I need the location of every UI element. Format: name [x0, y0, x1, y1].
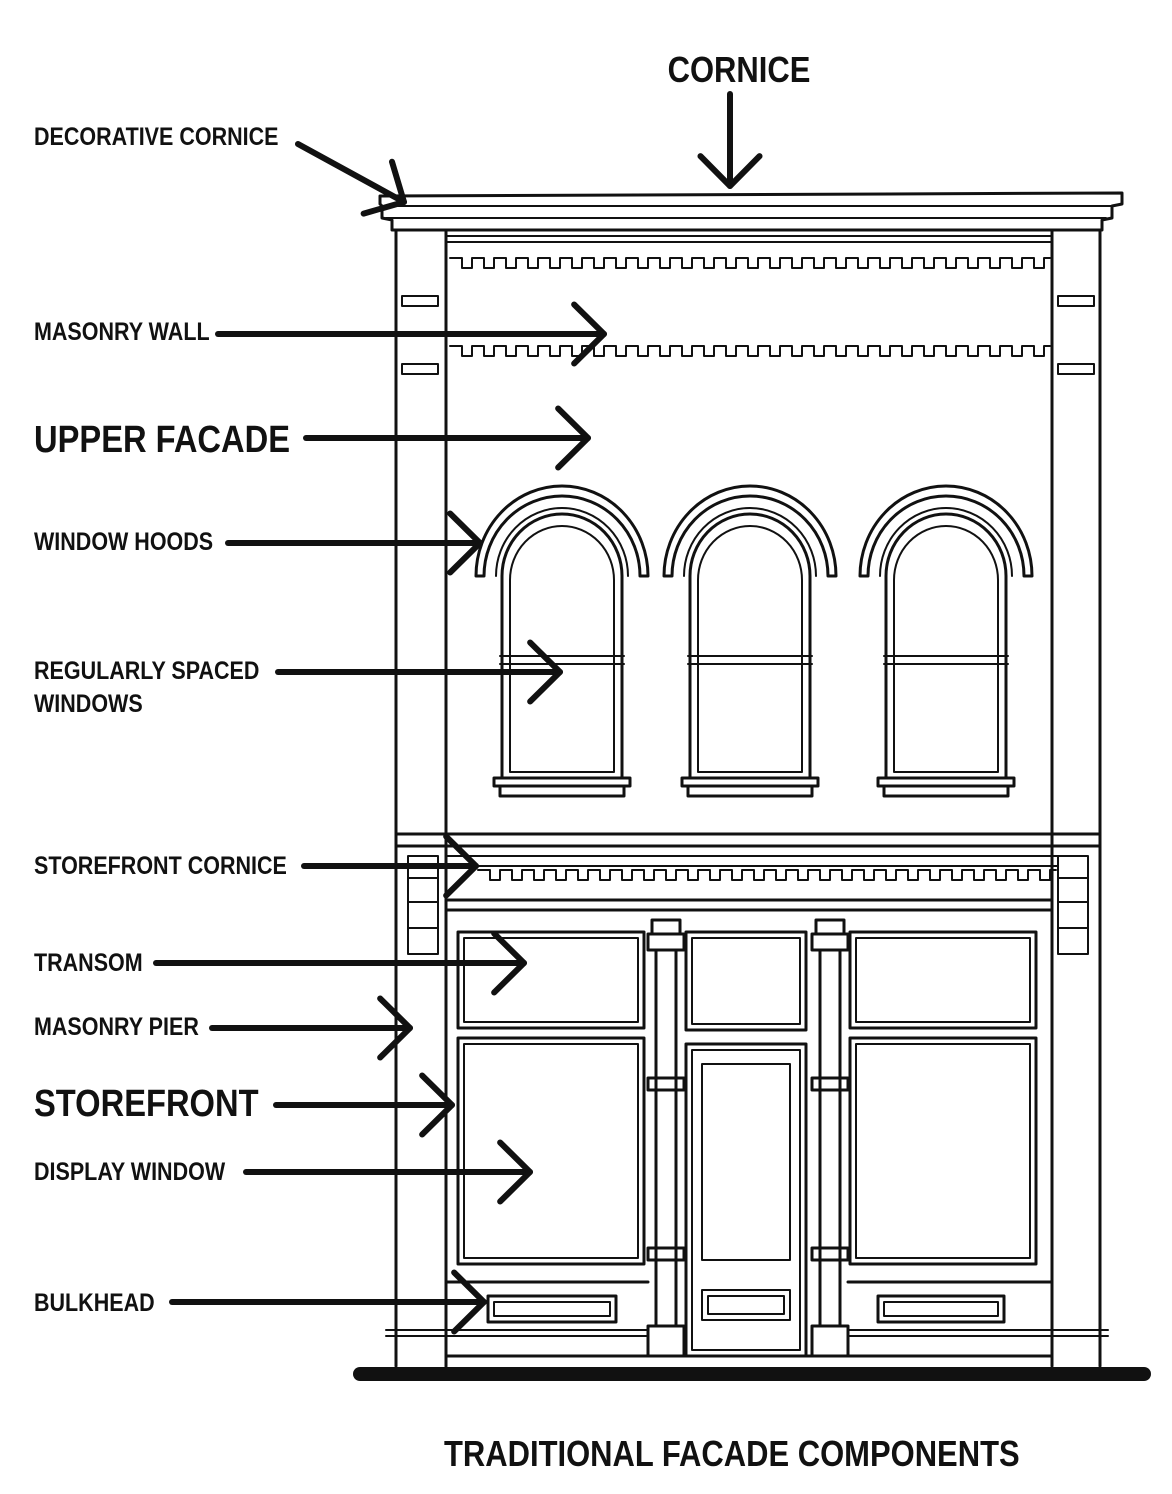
- storefront-drawing: [385, 908, 1109, 1368]
- label-masonry-wall: MASONRY WALL: [34, 318, 210, 346]
- label-masonry-pier: MASONRY PIER: [34, 1013, 199, 1041]
- label-window-hoods: WINDOW HOODS: [34, 528, 214, 556]
- upper-windows: [474, 484, 1034, 798]
- label-upper-facade: UPPER FACADE: [34, 419, 291, 461]
- storefront-cornice-arrow: [301, 833, 479, 899]
- windows-arrow: [275, 639, 563, 705]
- arched-window-3: [858, 484, 1034, 798]
- dentil-band-middle: [449, 345, 1051, 357]
- storefront-arrow: [273, 1072, 455, 1138]
- decorative-cornice-arrow: [295, 141, 407, 217]
- arched-window-2: [662, 484, 838, 798]
- upper-facade-arrow: [303, 405, 591, 471]
- arched-window-1: [474, 484, 650, 798]
- label-cornice: CORNICE: [667, 49, 811, 90]
- bulkhead-arrow: [169, 1269, 487, 1335]
- masonry-piers: [394, 228, 1102, 1368]
- main-cornice: [378, 191, 1124, 243]
- diagram-caption: TRADITIONAL FACADE COMPONENTS: [444, 1433, 1020, 1474]
- label-transom: TRANSOM: [34, 949, 143, 977]
- label-regularly-spaced-windows-line1: REGULARLY SPACED: [34, 657, 260, 685]
- label-storefront: STOREFRONT: [34, 1083, 259, 1125]
- display-window-arrow: [243, 1139, 533, 1205]
- masonry-pier-arrow: [209, 995, 413, 1061]
- label-regularly-spaced-windows-line2: WINDOWS: [34, 690, 143, 718]
- transom-arrow: [153, 930, 527, 996]
- label-storefront-cornice: STOREFRONT CORNICE: [34, 852, 287, 880]
- leader-arrows: [153, 91, 763, 1335]
- dentil-band-upper: [449, 257, 1051, 269]
- label-bulkhead: BULKHEAD: [34, 1289, 155, 1317]
- masonry-wall-arrow: [215, 301, 607, 367]
- storefront-cornice-drawing: [394, 832, 1102, 955]
- label-decorative-cornice: DECORATIVE CORNICE: [34, 123, 279, 151]
- cornice-arrow: [697, 91, 763, 189]
- label-display-window: DISPLAY WINDOW: [34, 1158, 226, 1186]
- window-hoods-arrow: [225, 510, 483, 576]
- dentil-band-storefront: [477, 869, 1057, 881]
